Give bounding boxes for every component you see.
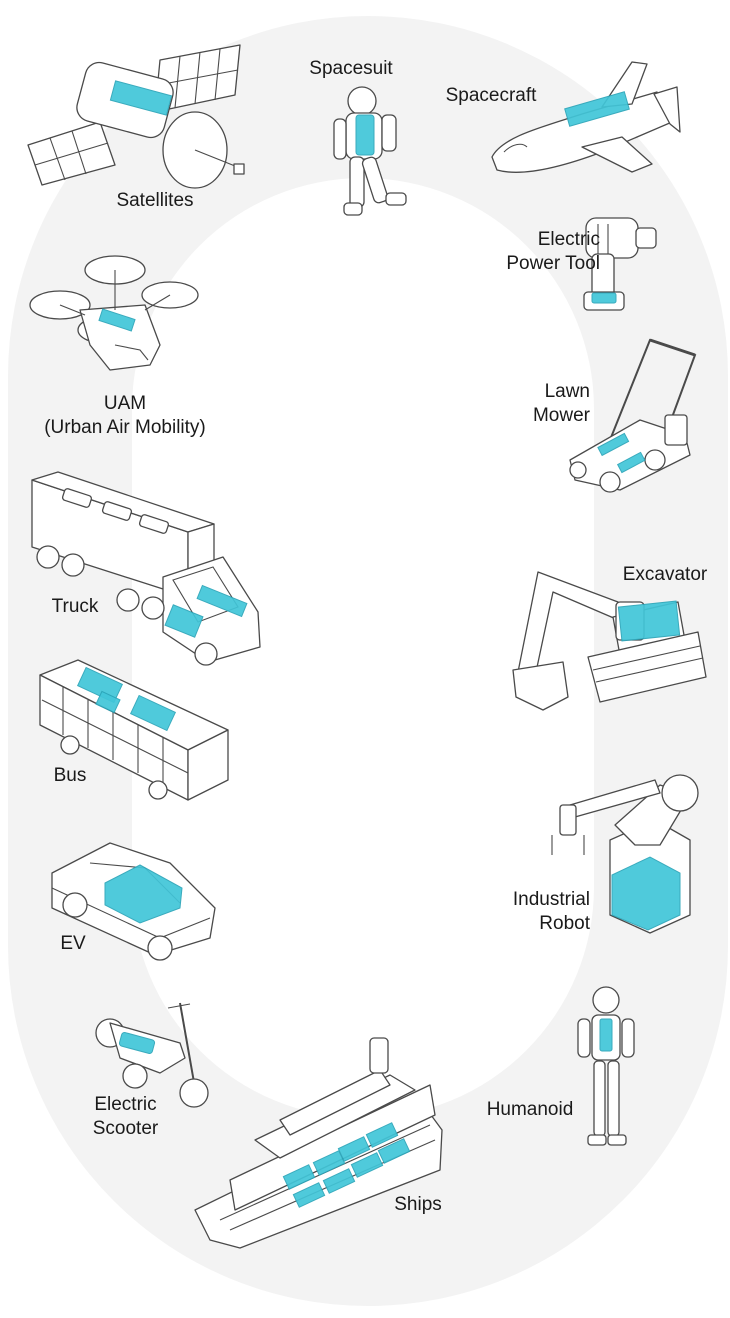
lawn-mower-label: Lawn Mower [532, 381, 590, 426]
scooter-label: Electric Scooter [92, 1094, 159, 1139]
humanoid-icon [577, 986, 635, 1146]
ship-icon [194, 1037, 443, 1249]
industrial-robot-label: Industrial Robot [512, 889, 590, 934]
excavator-icon [512, 571, 707, 711]
ev-label: EV [60, 933, 86, 954]
power-drill-icon [583, 217, 657, 311]
robot-arm-icon [551, 774, 699, 934]
spacecraft-label: Spacecraft [445, 85, 537, 106]
drone-icon [29, 255, 199, 371]
scooter-icon [95, 1002, 209, 1108]
spacesuit-label: Spacesuit [309, 58, 393, 79]
bus-label: Bus [53, 765, 87, 786]
spacecraft-icon [491, 61, 681, 173]
excavator-label: Excavator [622, 564, 708, 585]
satellites-label: Satellites [116, 190, 194, 211]
ships-label: Ships [394, 1194, 442, 1215]
truck-icon [31, 471, 261, 666]
lawn-mower-icon [569, 338, 697, 493]
electric-car-icon [51, 842, 216, 961]
power-tool-label: Electric Power Tool [506, 229, 600, 274]
truck-label: Truck [51, 596, 99, 617]
uam-label: UAM (Urban Air Mobility) [44, 393, 206, 438]
humanoid-label: Humanoid [486, 1099, 574, 1120]
spacesuit-icon [333, 86, 407, 216]
bus-icon [39, 659, 229, 801]
satellite-icon [27, 44, 245, 189]
